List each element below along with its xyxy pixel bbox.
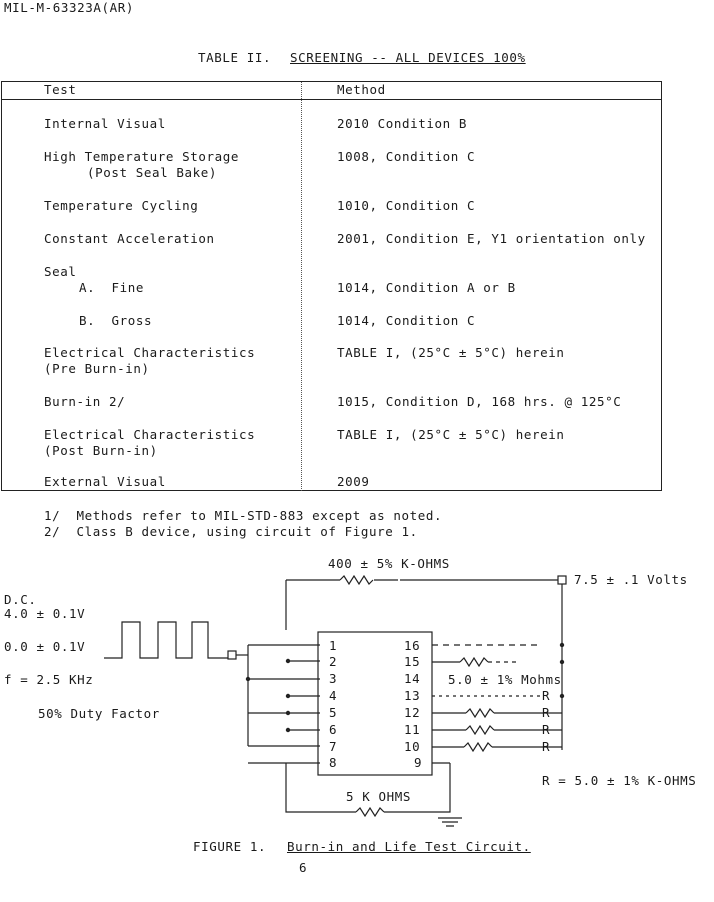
r-value-label: R = 5.0 ± 1% K-OHMS [542,773,697,788]
table-row-test: Internal Visual [44,116,166,131]
table-row-test-sub: (Pre Burn-in) [44,361,150,376]
junction-dot [285,710,291,716]
table-row-test-sub: (Post Burn-in) [44,443,158,458]
mohm-resistor [459,656,489,668]
table-title-prefix: TABLE II. [198,50,272,65]
table-row-method: 2009 [337,474,370,489]
pin-label: 10 [404,739,421,754]
page-number: 6 [299,860,308,875]
table-header-method: Method [337,82,386,97]
supply-terminal [557,575,567,585]
r-label: R [542,688,551,703]
table-row-method: 1015, Condition D, 168 hrs. @ 125°C [337,394,622,409]
table-row-test: High Temperature Storage [44,149,240,164]
r-resistor [465,707,495,719]
pin-label: 1 [329,638,338,653]
frequency-label: f = 2.5 KHz [4,672,94,687]
bottom-resistor [355,806,385,818]
table-row-method: TABLE I, (25°C ± 5°C) herein [337,345,565,360]
junction-dot [559,693,565,699]
screening-table [1,81,662,491]
top-resistor [339,574,374,586]
table-row-test: External Visual [44,474,166,489]
figure-caption-prefix: FIGURE 1. [193,839,267,854]
table-row-test: Temperature Cycling [44,198,199,213]
table-title: SCREENING -- ALL DEVICES 100% [290,50,526,65]
r-label: R [542,705,551,720]
pin-label: 2 [329,654,338,669]
pin-label: 9 [414,755,423,770]
pin-label: 13 [404,688,421,703]
pin-label: 3 [329,671,338,686]
table-row-method: 2010 Condition B [337,116,468,131]
square-wave [104,621,228,659]
supply-voltage-label: 7.5 ± .1 Volts [574,572,688,587]
table-row-method: 1010, Condition C [337,198,476,213]
table-header-rule [1,99,662,100]
top-resistor-label: 400 ± 5% K-OHMS [328,556,450,571]
r-label: R [542,739,551,754]
pin-label: 4 [329,688,338,703]
high-voltage-label: 4.0 ± 0.1V [4,606,86,621]
pin-label: 16 [404,638,421,653]
pin-label: 15 [404,654,421,669]
pin-label: 11 [404,722,421,737]
table-row-method: 1008, Condition C [337,149,476,164]
r-label: R [542,722,551,737]
pin-label: 6 [329,722,338,737]
table-row-method: TABLE I, (25°C ± 5°C) herein [337,427,565,442]
ic-body [317,631,433,776]
pin-label: 7 [329,739,338,754]
input-terminal [227,650,237,660]
junction-dot [245,676,251,682]
table-row-test: Burn-in 2/ [44,394,126,409]
table-column-divider [301,82,302,491]
table-header-test: Test [44,82,77,97]
ground-loop [384,763,451,813]
figure-caption-title: Burn-in and Life Test Circuit. [287,839,531,854]
table-row-test: B. Gross [79,313,153,328]
table-row-test: Electrical Characteristics [44,345,256,360]
junction-dot [285,693,291,699]
junction-dot [285,658,291,664]
junction-dot [559,642,565,648]
pin-label: 12 [404,705,421,720]
low-voltage-label: 0.0 ± 0.1V [4,639,86,654]
bottom-resistor-label: 5 K OHMS [346,789,412,804]
table-row-method: 2001, Condition E, Y1 orientation only [337,231,646,246]
pin-label: 5 [329,705,338,720]
table-row-test: A. Fine [79,280,145,295]
mohm-resistor-label: 5.0 ± 1% Mohms [448,672,562,687]
table-row-method: 1014, Condition A or B [337,280,516,295]
table-row-test: Electrical Characteristics [44,427,256,442]
document-id: MIL-M-63323A(AR) [4,0,135,15]
r-resistor [465,724,495,736]
footnote: 2/ Class B device, using circuit of Figu… [44,524,418,539]
footnote: 1/ Methods refer to MIL-STD-883 except a… [44,508,443,523]
pin-label: 14 [404,671,421,686]
junction-dot [285,727,291,733]
table-row-test: Seal [44,264,77,279]
pin-label: 8 [329,755,338,770]
table-row-test: Constant Acceleration [44,231,215,246]
ground-loop [285,763,356,813]
dc-label: D.C. [4,592,37,607]
junction-dot [559,659,565,665]
table-row-method: 1014, Condition C [337,313,476,328]
ground-symbol [438,817,462,827]
r-resistor [463,741,493,753]
duty-factor-label: 50% Duty Factor [38,706,160,721]
table-row-test-sub: (Post Seal Bake) [87,165,218,180]
